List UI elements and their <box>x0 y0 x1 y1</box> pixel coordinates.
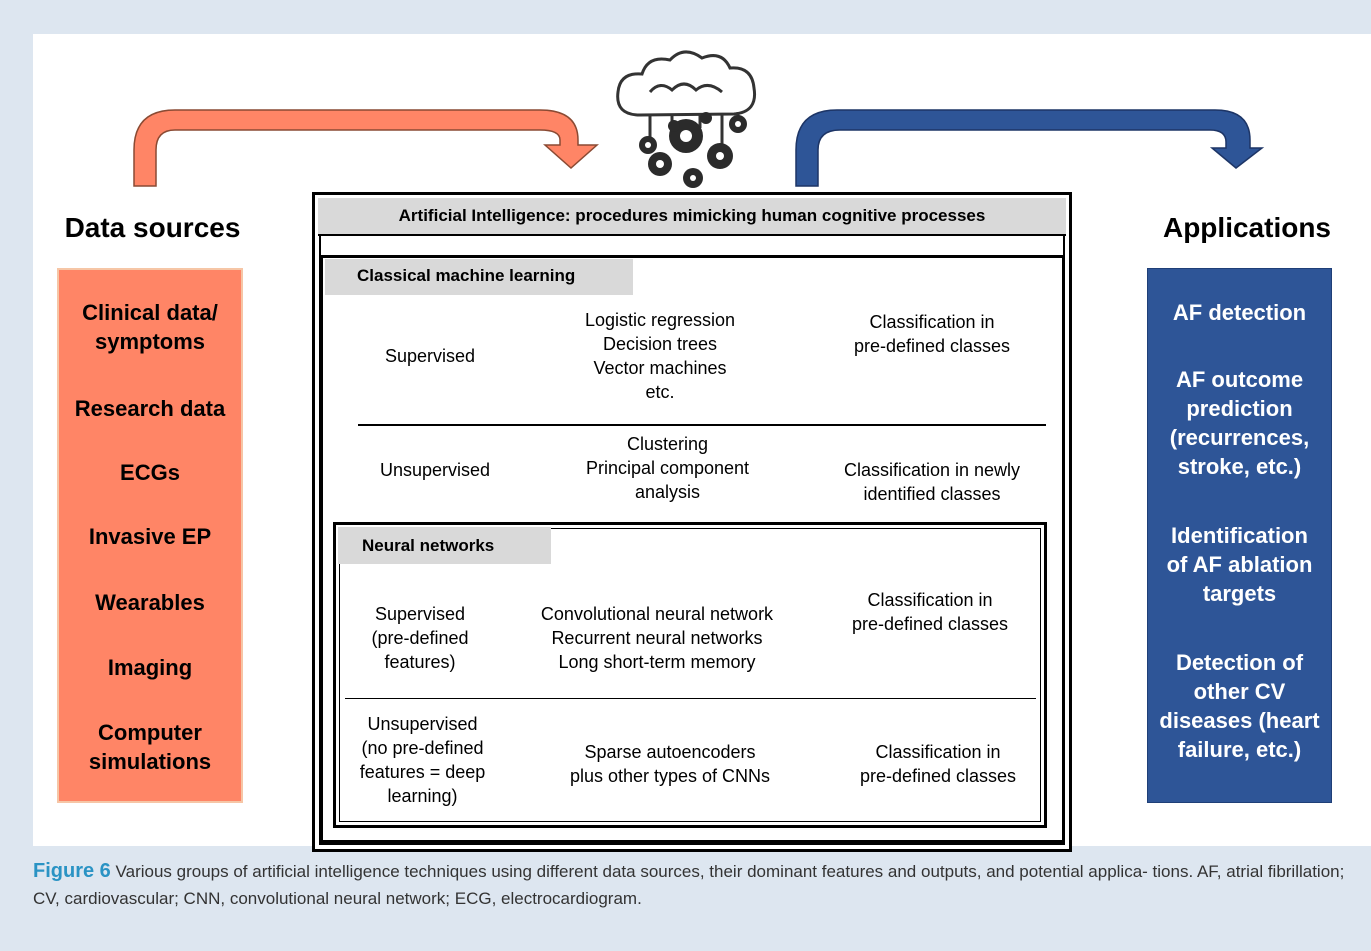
cell-text: Sparse autoencoders <box>584 742 756 762</box>
applications-heading: Applications <box>1162 212 1331 243</box>
nn-row2-methods: Sparse autoencoders plus other types of … <box>530 740 810 788</box>
classical-row1-methods: Logistic regression Decision trees Vecto… <box>530 308 790 404</box>
app-text: (recurrences, <box>1169 425 1310 450</box>
source-item-imaging: Imaging <box>107 655 193 680</box>
nn-row1-output: Classification in pre-defined classes <box>810 588 1050 636</box>
classical-ml-box <box>320 255 1065 843</box>
left-curved-arrow-icon <box>133 109 599 187</box>
source-item-wearables: Wearables <box>95 590 205 615</box>
right-curved-arrow-icon <box>795 109 1265 187</box>
cell-text: Supervised <box>384 346 476 366</box>
cell-text: Unsupervised <box>379 460 491 480</box>
source-item-ecgs: ECGs <box>120 460 180 485</box>
cell-text: Convolutional neural network <box>540 604 774 624</box>
app-text: other CV <box>1193 679 1286 704</box>
classical-row2-output: Classification in newly identified class… <box>812 458 1052 506</box>
cell-text: features) <box>384 652 456 672</box>
cell-text: pre-defined classes <box>853 336 1011 356</box>
cell-text: pre-defined classes <box>859 766 1017 786</box>
classical-ml-label: Classical machine learning <box>325 259 633 295</box>
cell-text: Recurrent neural networks <box>551 628 763 648</box>
classical-row1-type: Supervised <box>340 344 520 368</box>
figure-label: Figure 6 <box>33 860 111 882</box>
row-divider <box>345 698 1036 699</box>
cell-text: learning) <box>387 786 458 806</box>
app-text: of AF ablation <box>1166 552 1313 577</box>
classical-row2-type: Unsupervised <box>340 458 530 482</box>
nn-row1-methods: Convolutional neural network Recurrent n… <box>512 602 802 674</box>
app-text: stroke, etc.) <box>1177 454 1302 479</box>
app-text: targets <box>1202 581 1277 606</box>
cell-text: Vector machines <box>593 358 727 378</box>
nn-row2-type: Unsupervised (no pre-defined features = … <box>345 712 500 808</box>
figure-caption: Figure 6 Various groups of artificial in… <box>33 858 1353 912</box>
neural-networks-label: Neural networks <box>338 527 551 564</box>
cell-text: Principal component <box>585 458 750 478</box>
data-sources-heading: Data sources <box>64 212 241 243</box>
cell-text: pre-defined classes <box>851 614 1009 634</box>
cell-text: Logistic regression <box>584 310 736 330</box>
source-item-invasive-ep: Invasive EP <box>88 524 212 549</box>
app-text: Detection of <box>1175 650 1304 675</box>
neural-networks-box-inner <box>339 528 1041 822</box>
cell-text: analysis <box>634 482 701 502</box>
cell-text: Long short-term memory <box>558 652 756 672</box>
app-text: AF outcome <box>1175 367 1304 392</box>
app-text: failure, etc.) <box>1177 737 1302 762</box>
app-text: Identification <box>1171 523 1308 548</box>
cell-text: Classification in <box>869 312 995 332</box>
ai-title: Artificial Intelligence: procedures mimi… <box>318 198 1066 236</box>
cell-text: (pre-defined <box>371 628 469 648</box>
cell-text: Classification in newly <box>843 460 1021 480</box>
app-text: diseases (heart <box>1159 708 1320 733</box>
neural-networks-box <box>333 522 1047 828</box>
cell-text: Unsupervised <box>367 714 478 734</box>
cell-text: identified classes <box>863 484 1001 504</box>
source-item-research: Research data <box>74 396 226 421</box>
caption-text: Various groups of artificial intelligenc… <box>33 862 1345 908</box>
cell-text: features = deep <box>359 762 486 782</box>
source-item-clinical: Clinical data/ symptoms <box>59 298 241 356</box>
cell-text: Decision trees <box>602 334 718 354</box>
cell-text: (no pre-defined <box>361 738 484 758</box>
cell-text: plus other types of CNNs <box>569 766 771 786</box>
app-item-af-outcome: AF outcome prediction (recurrences, stro… <box>1148 365 1331 481</box>
applications-box: AF detection AF outcome prediction (recu… <box>1147 268 1332 803</box>
app-item-other-cv: Detection of other CV diseases (heart fa… <box>1148 648 1331 764</box>
nn-row2-output: Classification in pre-defined classes <box>818 740 1058 788</box>
source-text: Clinical data/ <box>82 300 218 325</box>
app-text: prediction <box>1186 396 1293 421</box>
cell-text: Clustering <box>626 434 709 454</box>
app-item-ablation-targets: Identification of AF ablation targets <box>1148 521 1331 608</box>
gear-cluster <box>639 112 747 188</box>
cell-text: etc. <box>645 382 675 402</box>
app-text: AF detection <box>1172 300 1307 325</box>
cell-text: Classification in <box>875 742 1001 762</box>
row-divider <box>358 424 1046 426</box>
cell-text: Supervised <box>374 604 466 624</box>
classical-row2-methods: Clustering Principal component analysis <box>540 432 795 504</box>
nn-row1-type: Supervised (pre-defined features) <box>340 602 500 674</box>
cell-text: Classification in <box>867 590 993 610</box>
classical-row1-output: Classification in pre-defined classes <box>812 310 1052 358</box>
source-text: simulations <box>88 749 212 774</box>
source-text: Computer <box>98 720 202 745</box>
data-sources-box: Clinical data/ symptoms Research data EC… <box>57 268 243 803</box>
source-item-simulations: Computer simulations <box>59 718 241 776</box>
source-text: symptoms <box>94 329 206 354</box>
app-item-af-detection: AF detection <box>1148 298 1331 327</box>
